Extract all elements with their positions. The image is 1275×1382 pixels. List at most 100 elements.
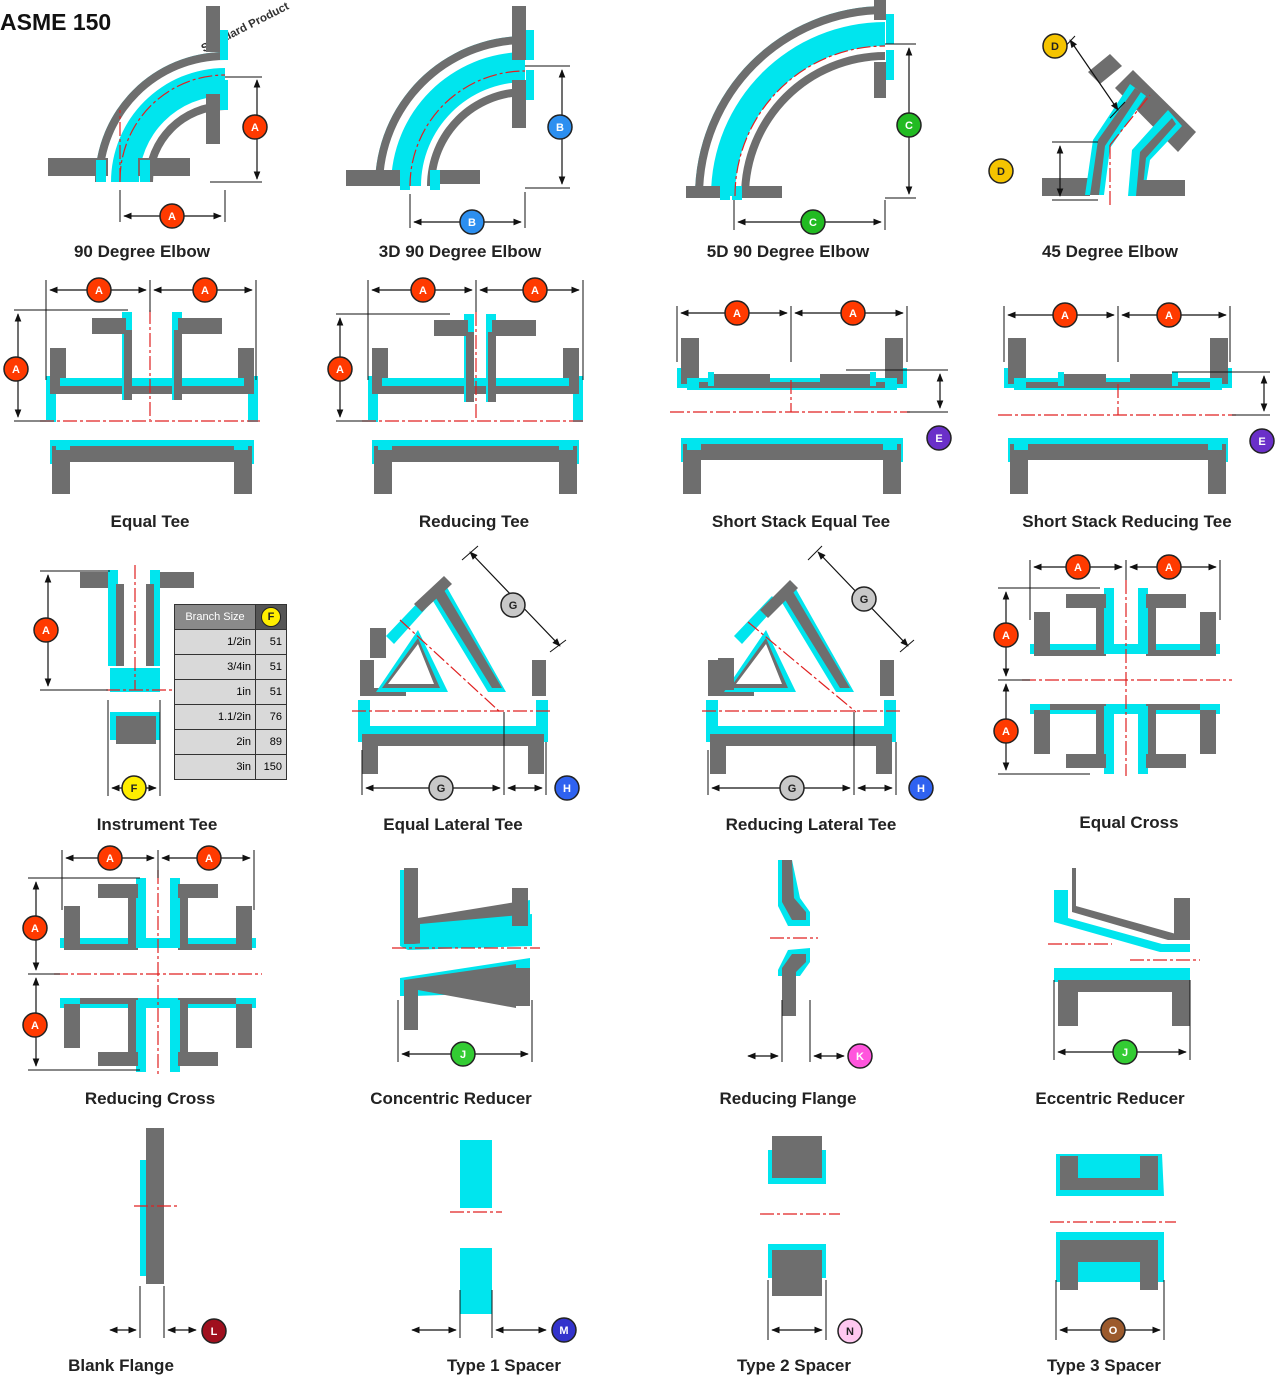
lining-part: [1138, 706, 1148, 774]
badge-letter: O: [1109, 1325, 1118, 1337]
lining-part: [378, 440, 573, 450]
lining-part: [1030, 704, 1220, 714]
body-part: [718, 658, 734, 690]
title-eccentric-reducer: Eccentric Reducer: [1035, 1089, 1185, 1108]
body-part: [52, 446, 70, 494]
dimension-badge-d: D: [988, 158, 1014, 184]
dimension-badge-a: A: [724, 300, 750, 326]
badge-circle: [847, 1043, 873, 1069]
dimension-badge-a: A: [522, 277, 548, 303]
badge-circle: [800, 209, 826, 235]
body-part: [1090, 88, 1141, 195]
lining-part: [400, 170, 410, 190]
dimension-badge-c: C: [800, 209, 826, 235]
badge-circle: [1100, 1317, 1126, 1343]
body-part: [1200, 612, 1216, 656]
lining-part: [56, 440, 248, 450]
table-header-badge-cell: F: [255, 604, 287, 630]
body-part: [492, 320, 536, 336]
badge-letter: J: [460, 1049, 466, 1061]
badge-circle: [242, 114, 268, 140]
dimension-badge-a: A: [3, 356, 29, 382]
table-cell-size: 3/4in: [174, 654, 256, 680]
body-part: [206, 6, 220, 52]
badge-letter: A: [168, 211, 176, 223]
title-reducing-flange: Reducing Flange: [719, 1089, 857, 1108]
badge-letter: A: [31, 1020, 39, 1032]
body-part: [206, 94, 220, 144]
centerline: [734, 45, 886, 197]
title-equal-cross: Equal Cross: [1079, 813, 1179, 832]
body-part: [392, 446, 559, 462]
body-part: [760, 580, 798, 618]
badge-circle: [22, 915, 48, 941]
table-cell-size: 1.1/2in: [174, 704, 256, 730]
body-part: [726, 734, 876, 746]
dimension-badge-o: O: [1100, 1317, 1126, 1343]
body-part: [820, 374, 872, 384]
bore: [388, 644, 434, 684]
lining-part: [95, 52, 225, 182]
lining-part: [136, 878, 146, 948]
body-part: [528, 734, 544, 774]
body-part: [1146, 754, 1186, 768]
badge-circle: [993, 622, 1019, 648]
body-part: [681, 338, 699, 384]
lining-part: [96, 160, 106, 182]
body-part: [374, 446, 392, 494]
dimension-badge-m: M: [551, 1317, 577, 1343]
title-equal-tee: Equal Tee: [110, 512, 190, 531]
badge-circle: [547, 114, 573, 140]
body-part: [701, 444, 883, 460]
badge-letter: J: [1122, 1047, 1128, 1059]
badge-circle: [840, 300, 866, 326]
lining-part: [716, 726, 886, 736]
dimension-badge-a: A: [993, 622, 1019, 648]
title-type2-spacer: Type 2 Spacer: [736, 1356, 852, 1375]
lining-part: [368, 726, 538, 736]
badge-circle: [1156, 302, 1182, 328]
lining-part: [136, 1000, 146, 1072]
body-part: [1200, 710, 1216, 754]
table-cell-size: 1in: [174, 679, 256, 705]
body-part: [1140, 180, 1185, 196]
badge-circle: [459, 209, 485, 235]
body-part: [874, 62, 886, 98]
badge-circle: [86, 277, 112, 303]
badge-letter: G: [437, 783, 446, 795]
dimension-badge-a: A: [22, 915, 48, 941]
title-elbow5d: 5D 90 Degree Elbow: [706, 242, 870, 261]
f-label-badge: F: [261, 607, 281, 627]
badge-circle: [724, 300, 750, 326]
body-part: [1008, 338, 1026, 384]
centerline: [1109, 94, 1151, 146]
badge-circle: [988, 158, 1014, 184]
body-part: [178, 1052, 218, 1066]
badge-letter: H: [917, 783, 925, 795]
badge-letter: C: [809, 217, 817, 229]
lining-part: [573, 376, 583, 422]
body-part: [346, 170, 406, 186]
lining-part: [170, 1000, 180, 1072]
centerline: [747, 621, 857, 713]
badge-circle: [121, 775, 147, 801]
body-part: [158, 572, 194, 588]
body-part: [488, 332, 496, 402]
badge-letter: B: [556, 122, 564, 134]
badge-letter: G: [860, 594, 869, 606]
badge-circle: [159, 203, 185, 229]
body-part: [178, 998, 236, 1004]
lining-part: [220, 30, 228, 60]
body-part: [1078, 980, 1172, 992]
body-part: [98, 884, 138, 898]
body-part: [782, 954, 806, 1016]
body-part: [1010, 444, 1028, 494]
body-part: [378, 734, 528, 746]
badge-letter: M: [559, 1325, 568, 1337]
table-cell-size: 3in: [174, 754, 256, 780]
extension-line: [807, 545, 823, 561]
lining-part: [886, 50, 894, 80]
badge-circle: [908, 775, 934, 801]
body-part: [138, 158, 190, 176]
